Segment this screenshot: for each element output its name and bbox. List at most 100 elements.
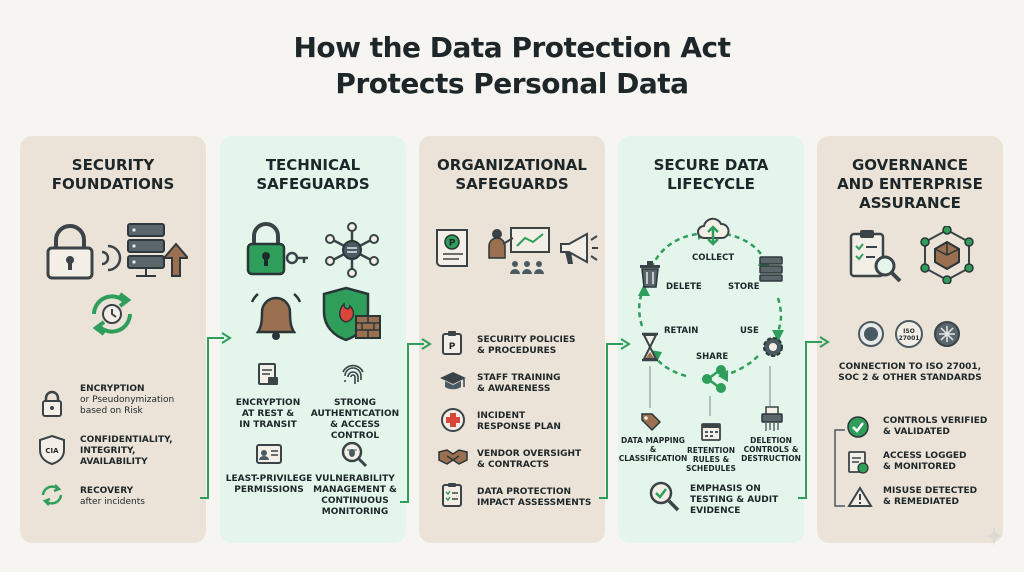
item-line: & AWARENESS <box>477 384 551 394</box>
connection-line: CONNECTION TO ISO 27001, <box>838 362 982 372</box>
item-line: ENCRYPTION <box>80 384 145 394</box>
padlock-signal-icon <box>46 224 122 280</box>
page-title: How the Data Protection Act Protects Per… <box>0 30 1024 102</box>
lifecycle-ring <box>638 228 784 382</box>
cloud-collect-icon <box>697 217 730 246</box>
column-security-foundations: SECURITY FOUNDATIONS ENCRYPTION or <box>20 136 206 543</box>
title-line-2: Protects Personal Data <box>335 67 689 100</box>
shredder-icon <box>761 406 783 431</box>
gear-use-icon <box>763 337 783 357</box>
item-line: PERMISSIONS <box>234 485 304 495</box>
item-line: INTEGRITY, <box>80 446 136 456</box>
heading-line: GOVERNANCE <box>851 156 969 174</box>
trash-delete-icon <box>640 261 660 288</box>
connection-standards: CONNECTION TO ISO 27001, SOC 2 & OTHER S… <box>817 362 1003 384</box>
stage-collect: COLLECT <box>692 253 735 263</box>
item-line: & VALIDATED <box>883 427 950 437</box>
sub-line: RETENTION <box>687 446 735 455</box>
presenter-training-icon <box>488 227 550 274</box>
item-line: AUTHENTICATION <box>310 409 400 419</box>
item-line: RESPONSE PLAN <box>477 422 561 432</box>
item-line: CONTROLS VERIFIED <box>883 416 988 426</box>
item-line: & REMEDIATED <box>883 497 960 507</box>
recovery-clock-icon <box>92 292 132 336</box>
sub-line: CLASSIFICATION <box>618 454 688 463</box>
item-vendor-oversight: VENDOR OVERSIGHT & CONTRACTS <box>477 449 581 471</box>
stage-retain: RETAIN <box>664 326 699 336</box>
heading-line: ORGANIZATIONAL <box>437 156 587 174</box>
stage-store: STORE <box>728 282 760 292</box>
connection-line: SOC 2 & OTHER STANDARDS <box>838 373 982 383</box>
item-line: based on Risk <box>80 406 143 416</box>
sub-deletion-controls: DELETION CONTROLS & DESTRUCTION <box>738 436 804 463</box>
item-line: ACCESS LOGGED <box>883 451 967 461</box>
item-controls-verified: CONTROLS VERIFIED & VALIDATED <box>883 416 987 438</box>
item-line: IMPACT ASSESSMENTS <box>477 498 592 508</box>
cia-shield-icon: CIA <box>39 434 65 466</box>
share-network-icon <box>702 365 726 393</box>
heading-line: AND ENTERPRISE <box>837 175 983 193</box>
connector-arrow-4 <box>798 336 830 499</box>
column-organizational-safeguards: ORGANIZATIONAL SAFEGUARDS P P SECURITY P… <box>419 136 605 543</box>
tag-icon <box>641 413 662 432</box>
column-heading: GOVERNANCE AND ENTERPRISE ASSURANCE <box>817 156 1003 213</box>
heading-line: FOUNDATIONS <box>51 175 175 193</box>
sparkle-icon <box>984 526 1004 546</box>
checklist-icon <box>442 483 462 507</box>
fingerprint-icon <box>342 364 364 384</box>
calendar-icon <box>701 423 721 441</box>
item-line: INCIDENT <box>477 411 526 421</box>
sub-line: CONTROLS & <box>743 445 799 454</box>
alarm-bell-icon <box>250 293 302 340</box>
item-line: ENCRYPTION <box>235 398 301 408</box>
leader-lines <box>649 366 771 416</box>
connector-arrow-2 <box>400 338 432 503</box>
column-governance-assurance: GOVERNANCE AND ENTERPRISE ASSURANCE ISO … <box>817 136 1003 543</box>
sub-line: DESTRUCTION <box>741 454 801 463</box>
magnifier-check-icon <box>649 481 680 512</box>
item-line: CONTINUOUS <box>321 496 389 506</box>
item-strong-authentication: STRONG AUTHENTICATION & ACCESS CONTROL <box>308 398 402 442</box>
sub-line: SCHEDULES <box>686 464 736 473</box>
item-line: VENDOR OVERSIGHT <box>477 449 582 459</box>
megaphone-icon <box>560 232 598 264</box>
heading-line: SAFEGUARDS <box>256 175 370 193</box>
first-aid-icon <box>441 408 465 432</box>
handshake-icon <box>438 449 468 465</box>
item-security-policies: SECURITY POLICIES & PROCEDURES <box>477 335 576 357</box>
sub-retention-rules: RETENTION RULES & SCHEDULES <box>680 446 742 473</box>
warning-icon <box>847 486 873 507</box>
item-line: SECURITY POLICIES <box>477 335 576 345</box>
item-line: MISUSE DETECTED <box>883 486 978 496</box>
server-upload-icon <box>127 223 188 277</box>
item-cia: CONFIDENTIALITY, INTEGRITY, AVAILABILITY <box>80 435 173 468</box>
sub-line: DATA MAPPING & <box>621 436 685 454</box>
item-line: STRONG <box>333 398 377 408</box>
item-recovery: RECOVERY after incidents <box>80 486 145 508</box>
svg-text:P: P <box>449 239 456 249</box>
column-heading: SECURE DATA LIFECYCLE <box>618 156 804 194</box>
column-heading: SECURITY FOUNDATIONS <box>20 156 206 194</box>
item-line: STAFF TRAINING <box>477 373 561 383</box>
heading-line: LIFECYCLE <box>667 175 755 193</box>
stage-share: SHARE <box>696 352 729 362</box>
column-secure-data-lifecycle: SECURE DATA LIFECYCLE COLLECT <box>618 136 804 543</box>
bracket-line <box>834 429 845 507</box>
connector-arrow-1 <box>200 332 232 499</box>
network-node-icon <box>325 222 379 278</box>
padlock-icon <box>42 390 62 417</box>
sub-line: RULES & <box>692 455 730 464</box>
hex-network-icon <box>920 226 974 284</box>
audit-clipboard-icon <box>849 230 902 283</box>
item-least-privilege: LEAST-PRIVILEGE PERMISSIONS <box>224 474 314 496</box>
column-heading: ORGANIZATIONAL SAFEGUARDS <box>419 156 605 194</box>
item-line: & CONTRACTS <box>477 460 550 470</box>
padlock-key-icon <box>246 222 308 276</box>
emphasis-testing-audit: EMPHASIS ON TESTING & AUDIT EVIDENCE <box>690 484 778 517</box>
graduation-cap-icon <box>440 372 466 390</box>
connector-arrow-3 <box>599 338 631 499</box>
heading-line: SECURE DATA <box>653 156 769 174</box>
stage-delete: DELETE <box>666 282 702 292</box>
soc2-badge-icon <box>858 321 884 347</box>
item-line: VULNERABILITY <box>315 474 395 484</box>
